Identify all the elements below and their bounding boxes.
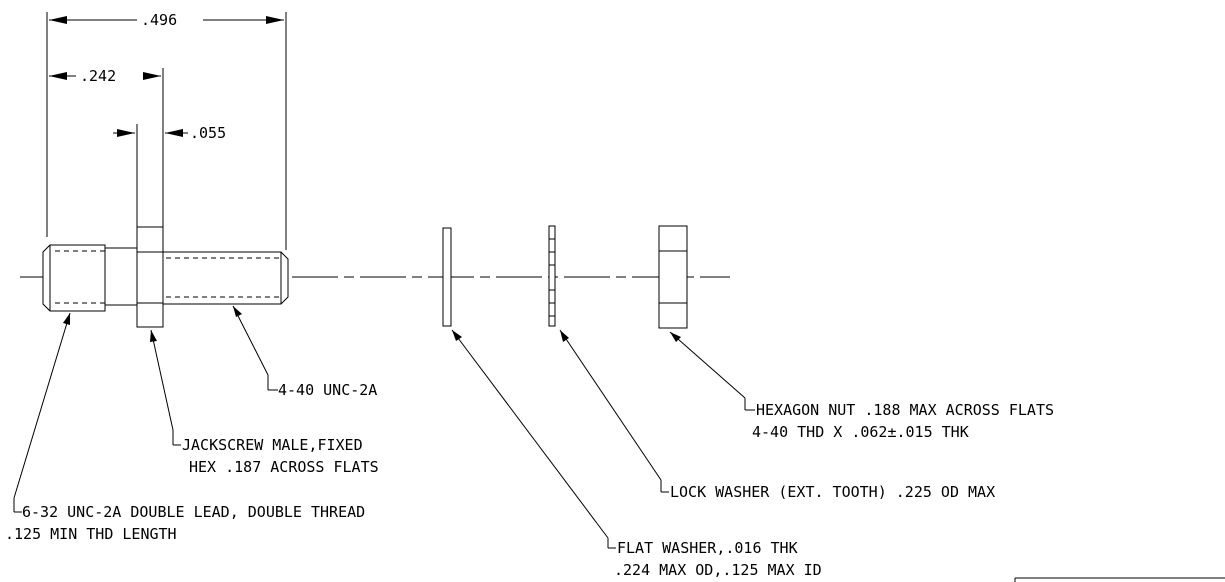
dimension-overall-length xyxy=(46,12,287,250)
hex-flange xyxy=(136,226,164,328)
callout-jackscrew-line1: JACKSCREW MALE,FIXED xyxy=(182,436,363,454)
callout-flat-washer-line2: .224 MAX OD,.125 MAX ID xyxy=(614,561,822,579)
leader-jackscrew xyxy=(150,329,181,446)
lock-washer xyxy=(548,225,556,327)
callout-jackscrew-line2: HEX .187 ACROSS FLATS xyxy=(189,458,379,476)
leader-thread-6-32 xyxy=(13,312,71,513)
callout-flat-washer-line1: FLAT WASHER,.016 THK xyxy=(617,539,798,557)
leader-thread-4-40 xyxy=(232,305,278,391)
leader-lock-washer xyxy=(559,329,669,493)
callout-lock-washer: LOCK WASHER (EXT. TOOTH) .225 OD MAX xyxy=(670,483,995,501)
dimension-hex-thickness xyxy=(113,124,188,227)
jackscrew-body xyxy=(42,226,289,328)
leader-hexagon-nut xyxy=(669,331,755,411)
hexagon-nut xyxy=(658,225,688,329)
dimension-stud-length xyxy=(49,68,164,227)
thread-4-40-stud xyxy=(162,251,289,305)
dimension-hex-thickness-value: .055 xyxy=(190,124,226,142)
callout-thread-6-32-line2: .125 MIN THD LENGTH xyxy=(5,525,177,543)
callout-hexagon-nut-line1: HEXAGON NUT .188 MAX ACROSS FLATS xyxy=(756,401,1054,419)
callout-hexagon-nut-line2: 4-40 THD X .062±.015 THK xyxy=(752,423,969,441)
body-neck xyxy=(104,247,138,306)
callout-thread-6-32-line1: 6-32 UNC-2A DOUBLE LEAD, DOUBLE THREAD xyxy=(22,503,365,521)
leader-flat-washer xyxy=(451,329,616,549)
flat-washer xyxy=(442,227,452,327)
dimension-stud-length-value: .242 xyxy=(80,67,116,85)
callout-thread-4-40: 4-40 UNC-2A xyxy=(278,381,377,399)
dimension-overall-length-value: .496 xyxy=(141,11,177,29)
title-block-corner xyxy=(1014,577,1225,582)
thread-6-32-end xyxy=(42,244,106,312)
